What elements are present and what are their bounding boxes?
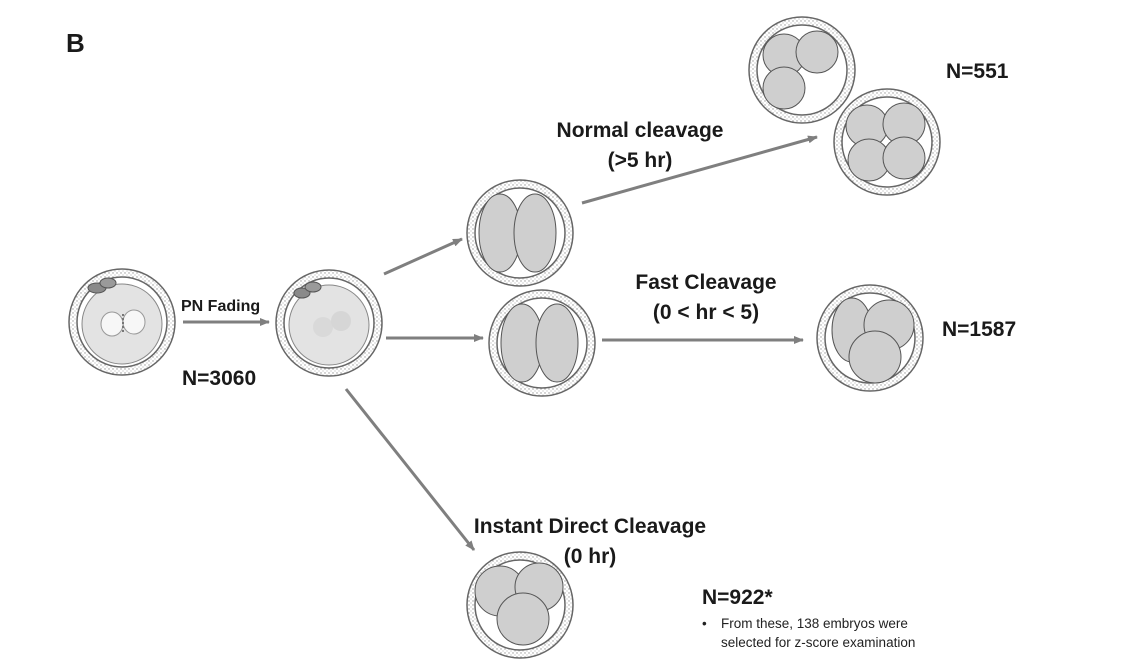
normal-cleavage-label: Normal cleavage (>5 hr) (534, 116, 746, 176)
instant-cleavage-title: Instant Direct Cleavage (473, 515, 707, 538)
panel-label: B (66, 28, 85, 58)
instant-cleavage-note: • From these, 138 embryos were selected … (702, 614, 915, 652)
arrow-normal-cleavage (581, 135, 818, 205)
note-line-1: From these, 138 embryos were (721, 616, 908, 631)
normal-cleavage-count: N=551 (946, 60, 1009, 83)
three-cell-embryo-normal-icon (748, 16, 856, 124)
arrow-to-normal-2cell (383, 237, 463, 276)
arrow-instant-direct-cleavage (344, 388, 476, 551)
zygote-faded-icon (275, 269, 383, 377)
instant-cleavage-count: N=922* (702, 586, 773, 609)
instant-cleavage-time: (0 hr) (563, 545, 617, 568)
fast-cleavage-time: (0 < hr < 5) (652, 301, 760, 324)
note-bullet: • (702, 616, 707, 631)
normal-cleavage-title: Normal cleavage (556, 119, 724, 142)
fast-cleavage-title: Fast Cleavage (635, 271, 777, 294)
fast-cleavage-label: Fast Cleavage (0 < hr < 5) (608, 268, 804, 328)
zygote-pronuclei-icon (68, 268, 176, 376)
three-cell-embryo-instant-icon (466, 551, 574, 659)
note-line-2: selected for z-score examination (721, 635, 916, 650)
normal-cleavage-time: (>5 hr) (607, 149, 673, 172)
start-count: N=3060 (182, 367, 257, 390)
two-cell-embryo-fast-icon (488, 289, 596, 397)
instant-cleavage-label: Instant Direct Cleavage (0 hr) (456, 512, 724, 572)
four-cell-embryo-normal-icon (833, 88, 941, 196)
pn-fading-label: PN Fading (181, 298, 261, 315)
three-cell-embryo-fast-icon (816, 284, 924, 392)
two-cell-embryo-normal-icon (466, 179, 574, 287)
fast-cleavage-count: N=1587 (942, 318, 1017, 341)
